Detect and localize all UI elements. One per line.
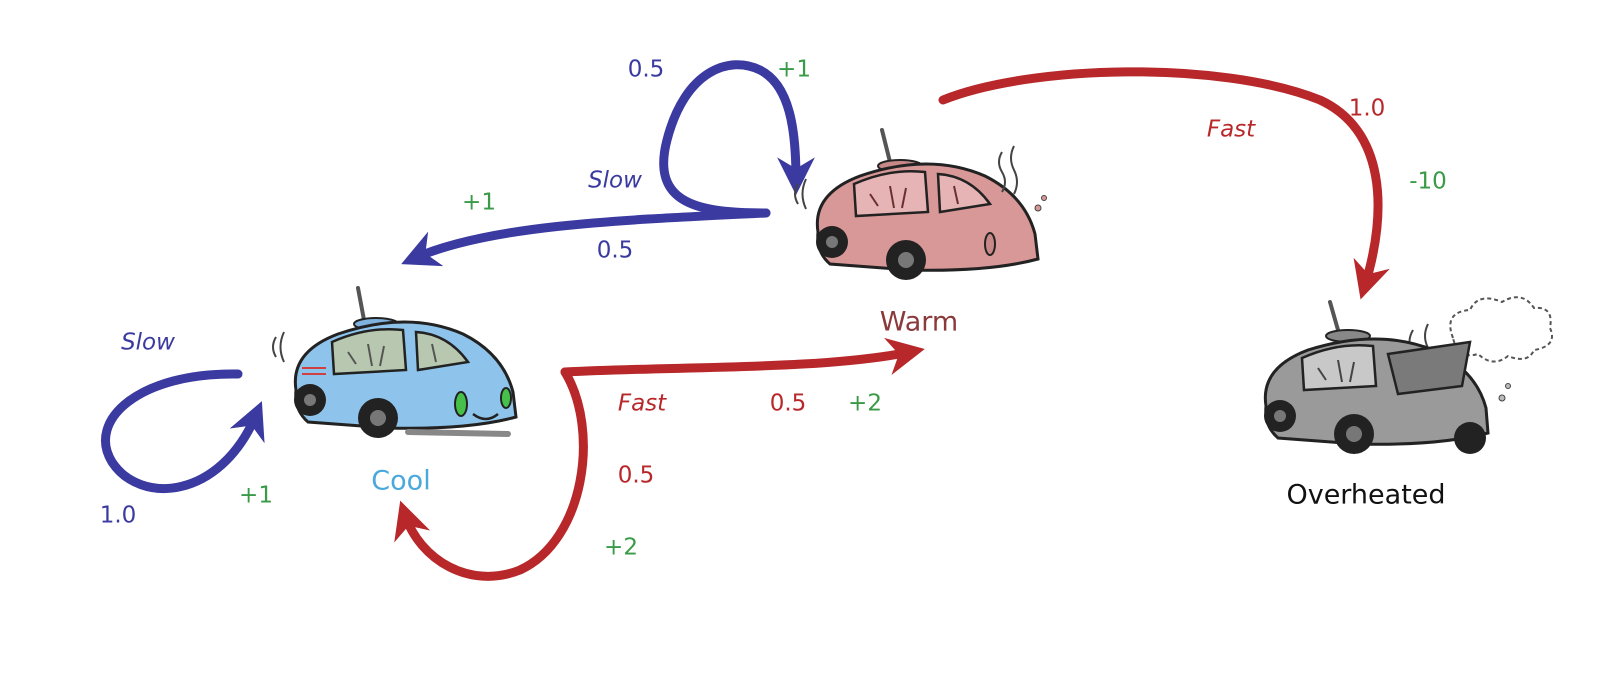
- prob-label-warm-fast-overheated: 1.0: [1348, 95, 1386, 122]
- state-label-warm: Warm: [879, 306, 959, 338]
- reward-label-cool-fast-cool: +2: [604, 534, 638, 561]
- cool-car-illustration: [272, 286, 518, 438]
- state-label-overheated: Overheated: [1286, 479, 1446, 511]
- reward-label-warm-slow-warm: +1: [777, 56, 811, 83]
- arrow-warm-fast-to-overheated: [938, 67, 1390, 300]
- action-label-cool-fast: Fast: [617, 390, 667, 417]
- warm-car-illustration: [794, 128, 1047, 280]
- arrow-cool-fast-to-cool: [394, 367, 588, 581]
- arrow-warm-slow-to-cool: [401, 208, 771, 267]
- reward-label-cool-slow: +1: [239, 482, 273, 509]
- reward-label-warm-slow-cool: +1: [462, 189, 496, 216]
- prob-label-warm-slow-cool: 0.5: [596, 237, 634, 264]
- state-label-cool: Cool: [371, 465, 431, 497]
- arrow-cool-slow-loop: [101, 369, 265, 494]
- reward-label-warm-fast-overheated: -10: [1409, 168, 1447, 195]
- arrow-warm-slow-loop: [659, 60, 815, 218]
- prob-label-cool-fast-warm: 0.5: [769, 390, 807, 417]
- prob-label-cool-fast-cool: 0.5: [617, 462, 655, 489]
- arrow-cool-fast-to-warm: [560, 337, 925, 377]
- overheated-car-illustration: [1263, 296, 1553, 454]
- reward-label-cool-fast-warm: +2: [848, 390, 882, 417]
- action-label-cool-slow: Slow: [121, 329, 175, 356]
- action-label-warm-slow: Slow: [588, 167, 642, 194]
- prob-label-cool-slow: 1.0: [99, 502, 137, 529]
- prob-label-warm-slow-warm: 0.5: [627, 56, 665, 83]
- action-label-warm-fast: Fast: [1206, 116, 1256, 143]
